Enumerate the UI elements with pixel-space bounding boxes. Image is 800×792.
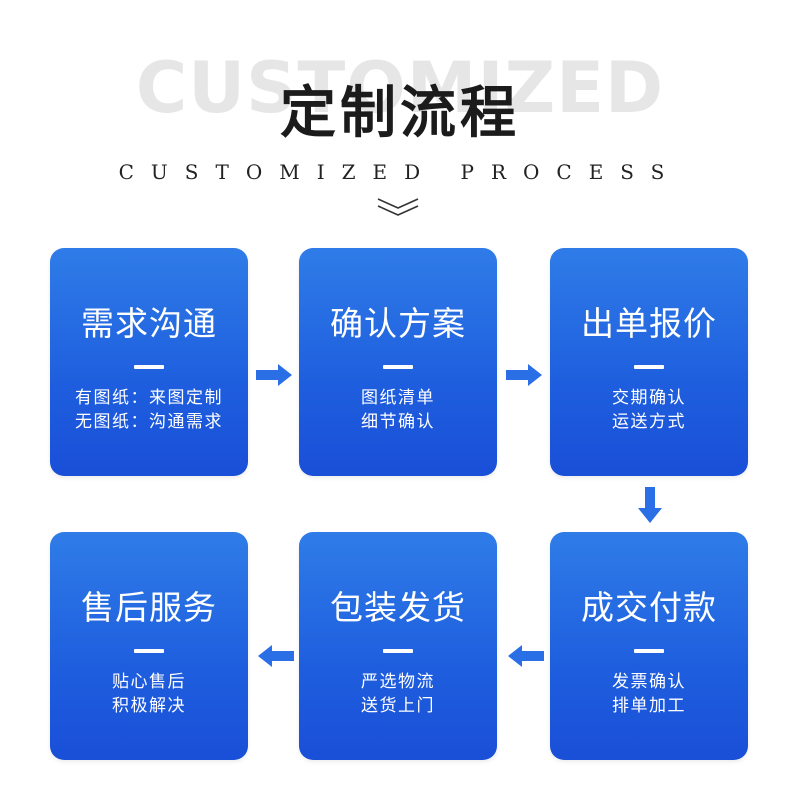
step-detail-line: 排单加工 — [612, 696, 686, 716]
step-title: 确认方案 — [330, 304, 466, 343]
step-detail-line: 有图纸：来图定制 — [75, 388, 223, 408]
step-card-packaging-shipping: 包装发货 严选物流 送货上门 — [299, 532, 497, 760]
step-detail-line: 严选物流 — [361, 672, 435, 692]
step-detail-line: 细节确认 — [361, 412, 435, 432]
step-card-requirement-communication: 需求沟通 有图纸：来图定制 无图纸：沟通需求 — [50, 248, 248, 476]
arrow-left-icon — [508, 645, 544, 667]
arrow-right-icon — [506, 364, 542, 386]
step-card-after-sales: 售后服务 贴心售后 积极解决 — [50, 532, 248, 760]
divider — [383, 649, 413, 653]
step-title: 出单报价 — [581, 304, 717, 343]
divider — [634, 649, 664, 653]
step-detail-line: 交期确认 — [612, 388, 686, 408]
divider — [634, 365, 664, 369]
page-subtitle: CUSTOMIZED PROCESS — [118, 160, 682, 184]
divider — [134, 649, 164, 653]
step-card-confirm-plan: 确认方案 图纸清单 细节确认 — [299, 248, 497, 476]
divider — [134, 365, 164, 369]
step-detail-line: 送货上门 — [361, 696, 435, 716]
step-detail-line: 运送方式 — [612, 412, 686, 432]
step-card-payment: 成交付款 发票确认 排单加工 — [550, 532, 748, 760]
step-card-quotation: 出单报价 交期确认 运送方式 — [550, 248, 748, 476]
step-detail-line: 贴心售后 — [112, 672, 186, 692]
step-detail-line: 积极解决 — [112, 696, 186, 716]
page-title: 定制流程 — [280, 80, 520, 146]
arrow-right-icon — [256, 364, 292, 386]
step-detail-line: 无图纸：沟通需求 — [75, 412, 223, 432]
background-watermark-text: CUSTOMIZED — [135, 47, 665, 129]
step-title: 成交付款 — [581, 588, 717, 627]
step-title: 包装发货 — [330, 588, 466, 627]
step-detail-line: 发票确认 — [612, 672, 686, 692]
arrow-left-icon — [258, 645, 294, 667]
divider — [383, 365, 413, 369]
double-chevron-down-icon — [377, 198, 419, 216]
step-title: 售后服务 — [81, 588, 217, 627]
step-title: 需求沟通 — [81, 304, 217, 343]
step-detail-line: 图纸清单 — [361, 388, 435, 408]
arrow-down-icon — [638, 487, 662, 523]
